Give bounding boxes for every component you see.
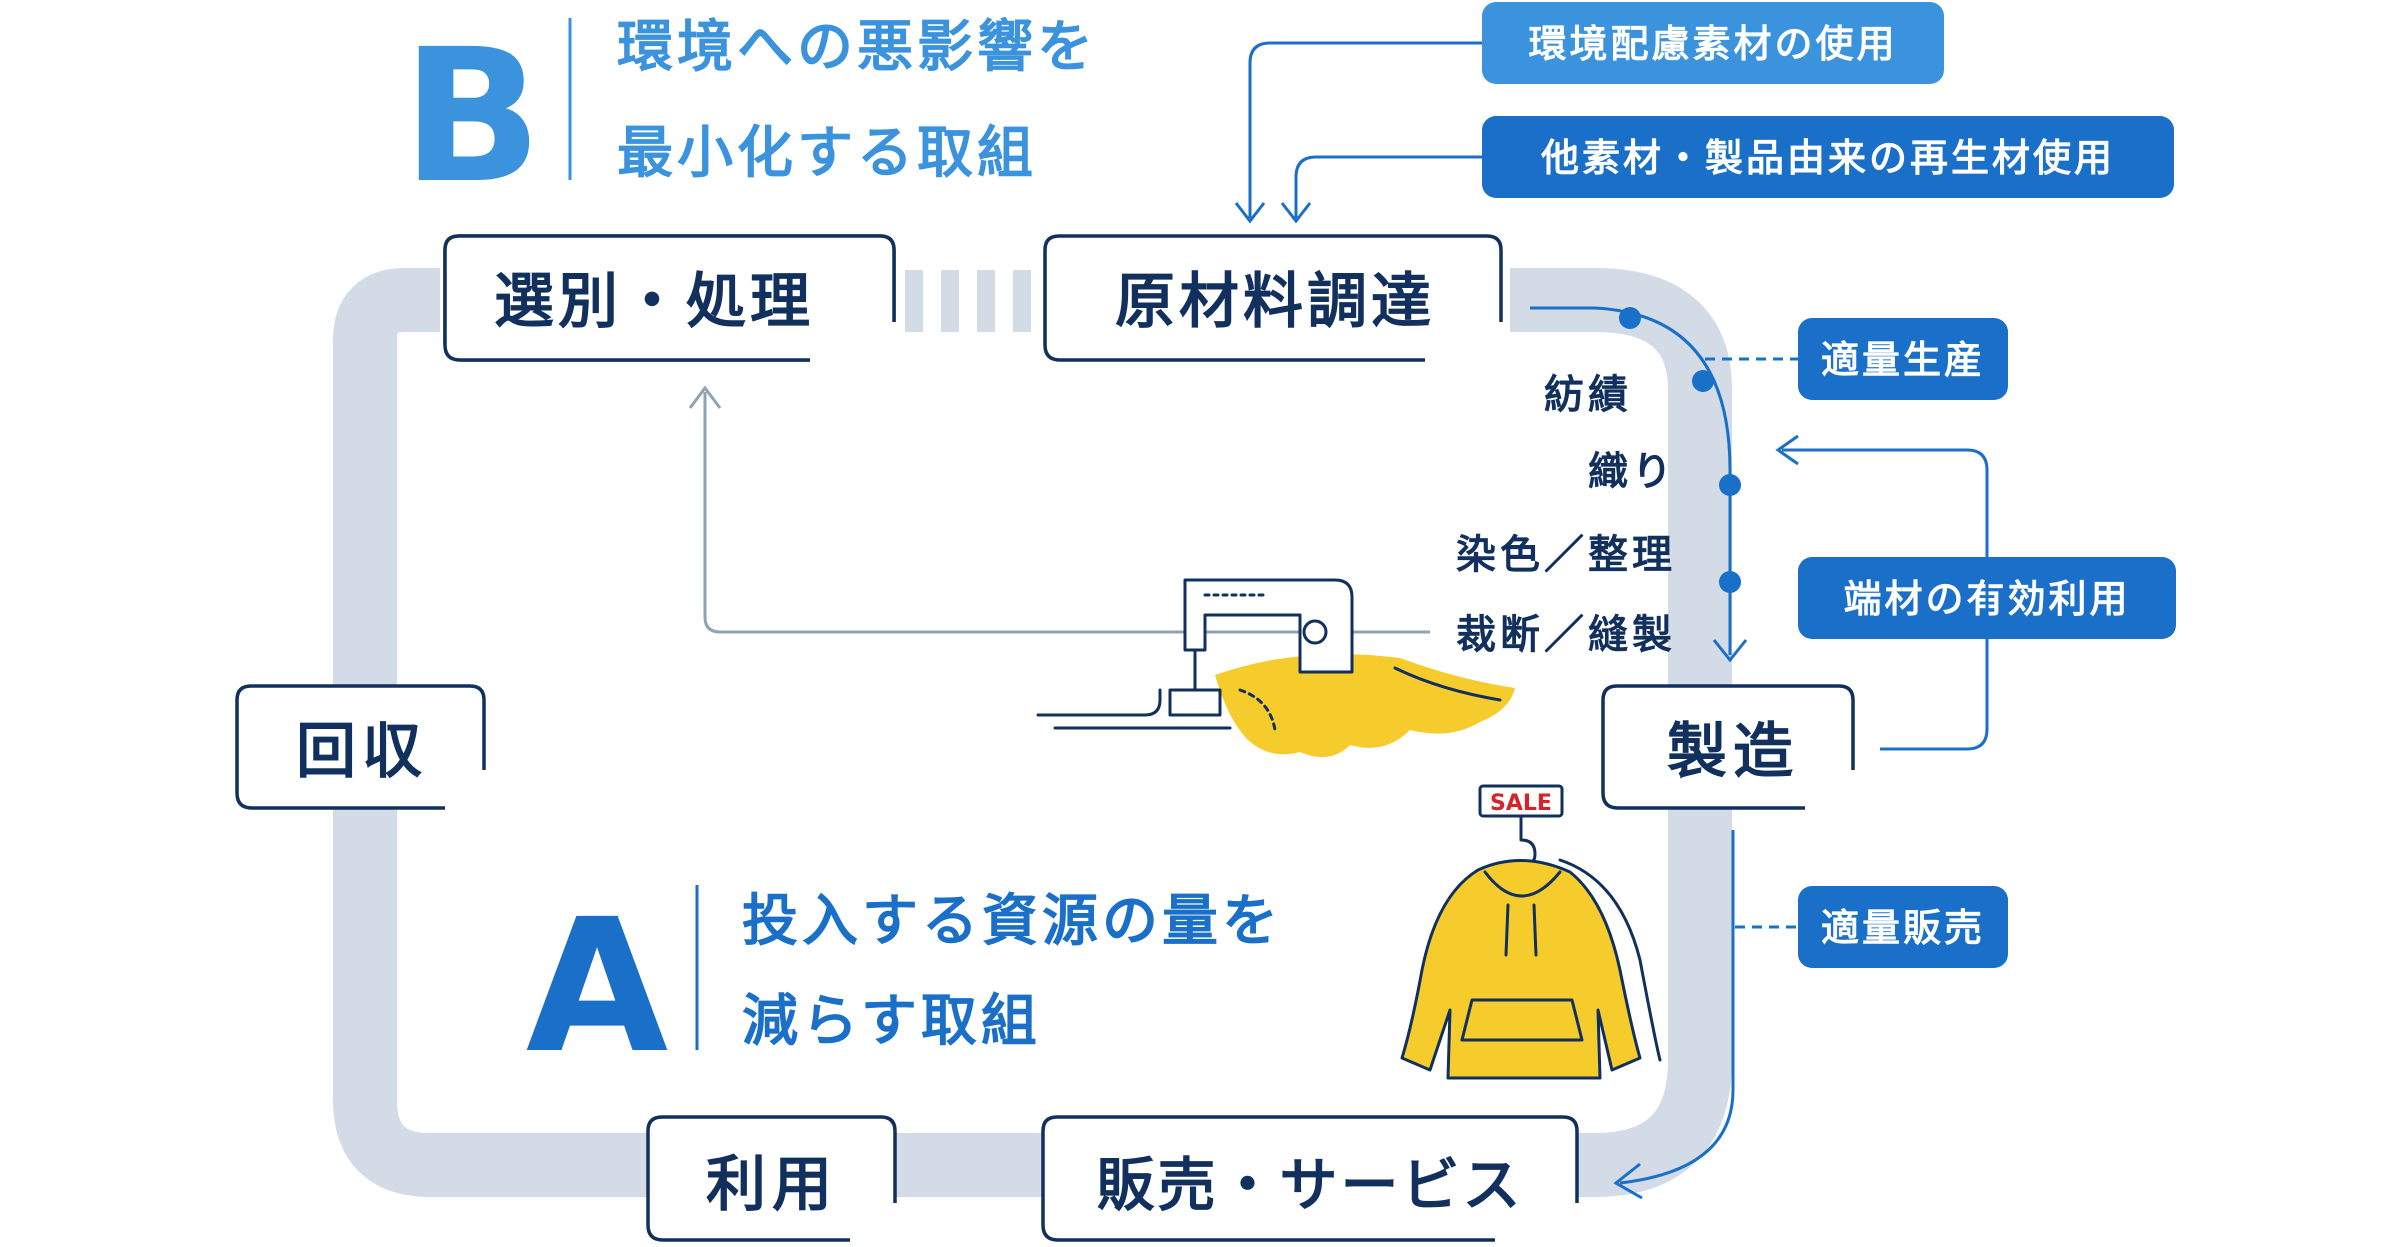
machine-body (1183, 578, 1354, 674)
process-step-dyeing: 染色／整理 (1456, 532, 1676, 578)
process-step-weaving: 織り (1588, 449, 1676, 495)
production-flow (1530, 306, 1748, 663)
machine-base (1168, 688, 1222, 717)
section-b-letter: B (402, 10, 542, 224)
sales-flow (1613, 830, 1735, 1200)
tag-recycled-materials: 他素材・製品由来の再生材使用 (1482, 116, 2174, 198)
stage-sales: 販売・サービス (1041, 1115, 1579, 1242)
tag-right-sales-label: 適量販売 (1821, 906, 1985, 950)
stage-procurement-label: 原材料調達 (1115, 267, 1435, 337)
stage-use-label: 利用 (706, 1150, 838, 1220)
hoodie-body (1400, 859, 1642, 1080)
process-step-cutting: 裁断／縫製 (1456, 612, 1676, 658)
section-b-heading: B 環境への悪影響を 最小化する取組 (402, 10, 1097, 224)
hoodie-back-outline (1558, 858, 1662, 1062)
lifecycle-loop (333, 268, 1732, 1197)
process-step-spinning: 紡績 (1544, 372, 1632, 418)
process-steps: 紡績 織り 染色／整理 裁断／縫製 (1456, 372, 1676, 658)
hoodie-illustration: SALE (1400, 784, 1662, 1080)
stage-sorting-label: 選別・処理 (494, 267, 814, 337)
tag-right-production: 適量生産 (1798, 318, 2008, 400)
hoodie-pocket (1460, 998, 1584, 1042)
hoodie-strings (1504, 903, 1538, 957)
fabric (1215, 654, 1515, 758)
stage-sorting: 選別・処理 (443, 234, 896, 362)
stage-manufacturing: 製造 (1601, 684, 1855, 810)
tag-recycled-materials-label: 他素材・製品由来の再生材使用 (1540, 136, 2115, 180)
section-a-title-line1: 投入する資源の量を (742, 889, 1282, 954)
sewing-machine-illustration (1036, 578, 1515, 758)
tag-connectors (1234, 41, 1989, 929)
section-b-title-line1: 環境への悪影響を (617, 15, 1097, 80)
stage-use: 利用 (646, 1115, 897, 1242)
hanger-hook (1519, 814, 1537, 868)
stage-manufacturing-label: 製造 (1667, 717, 1799, 787)
section-b-title-line2: 最小化する取組 (617, 121, 1037, 186)
machine-cloth-line (1036, 688, 1162, 717)
flow-dot-1 (1619, 307, 1641, 329)
tag-right-sales: 適量販売 (1798, 886, 2008, 968)
fabric-stitch (1238, 688, 1277, 732)
loop-band (333, 268, 1732, 1197)
stage-procurement: 原材料調達 (1043, 234, 1503, 362)
tag-eco-materials: 環境配慮素材の使用 (1482, 2, 1944, 84)
machine-thread-fabric (1393, 666, 1502, 702)
sale-tag: SALE (1490, 791, 1552, 816)
section-a-title-line2: 減らす取組 (742, 989, 1041, 1054)
machine-wheel (1302, 619, 1328, 645)
flow-dot-3 (1719, 474, 1741, 496)
stage-collection: 回収 (235, 684, 486, 810)
stage-sales-label: 販売・サービス (1096, 1151, 1523, 1219)
loop-dashes (905, 270, 1031, 332)
tag-eco-materials-label: 環境配慮素材の使用 (1528, 22, 1897, 66)
flow-dot-4 (1719, 571, 1741, 593)
tag-right-production-label: 適量生産 (1821, 338, 1985, 382)
flow-dot-2 (1692, 370, 1714, 392)
section-a-heading: A 投入する資源の量を 減らす取組 (526, 880, 1282, 1094)
offcut-return-arrow (688, 385, 1430, 634)
hoodie-hood (1483, 870, 1562, 898)
section-a-letter: A (526, 880, 668, 1094)
stage-collection-label: 回収 (296, 717, 428, 787)
